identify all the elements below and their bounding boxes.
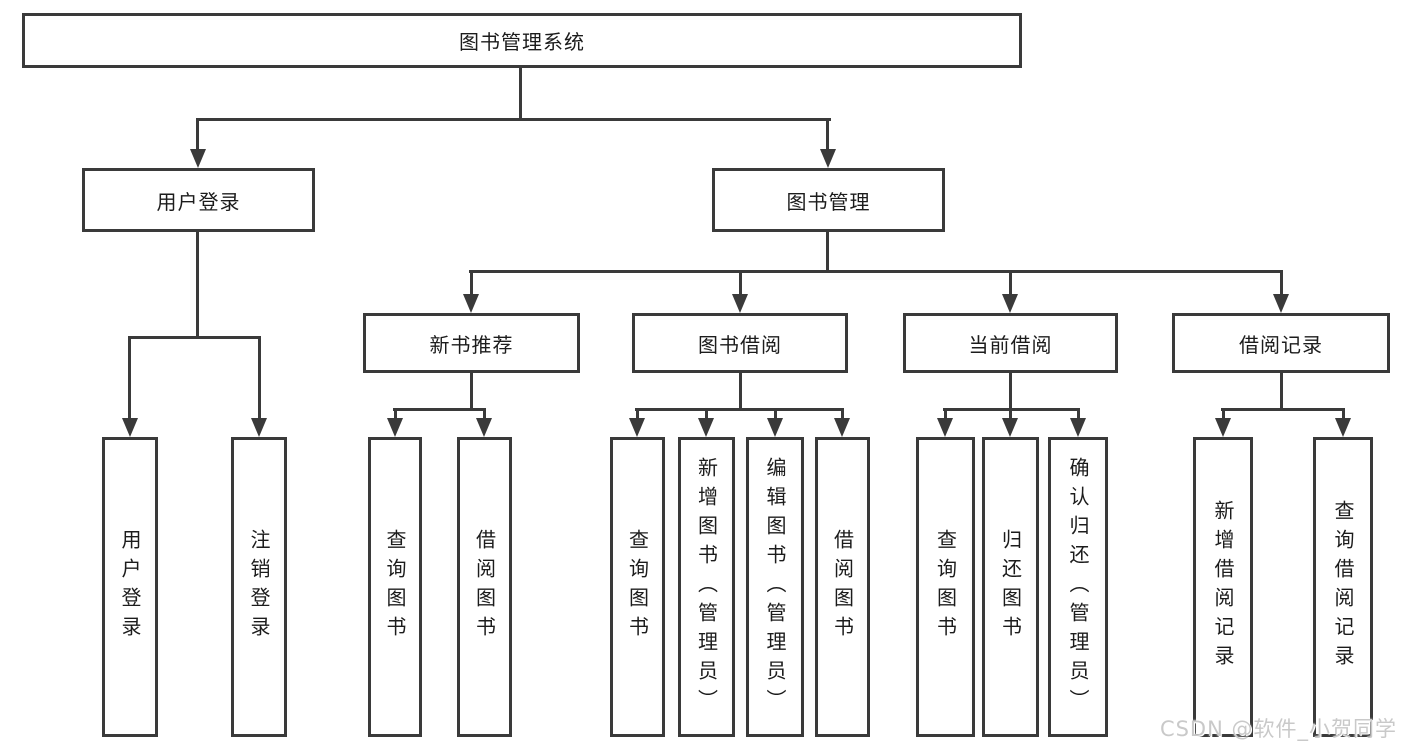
connector-bb-branch (635, 408, 844, 411)
connector-to-bb-edit (774, 408, 777, 422)
arrow-down-icon (190, 149, 206, 168)
arrow-down-icon (732, 294, 748, 313)
connector-to-leaf-logout (258, 336, 261, 422)
leaf-user-login-label: 用户登录 (118, 529, 142, 645)
connector-to-user-login (196, 118, 199, 153)
connector-nbr-branch (393, 408, 486, 411)
leaf-nbr-borrow-book-label: 借阅图书 (472, 529, 497, 645)
leaf-cb-return-book: 归还图书 (982, 437, 1039, 737)
connector-to-leaf-user-login (128, 336, 131, 422)
node-borrow-record-label: 借阅记录 (1239, 332, 1323, 357)
node-current-borrow: 当前借阅 (903, 313, 1118, 373)
arrow-down-icon (820, 149, 836, 168)
connector-to-cb-query (944, 408, 947, 422)
arrow-down-icon (937, 418, 953, 437)
connector-book-mgmt-branch (469, 270, 1283, 273)
csdn-watermark: CSDN @软件_小贺同学 (1159, 717, 1397, 741)
connector-to-bb-borrow (841, 408, 844, 422)
connector-to-new-book-rec (470, 270, 473, 298)
connector-to-nbr-borrow (483, 408, 486, 422)
leaf-br-query-record: 查询借阅记录 (1313, 437, 1373, 737)
leaf-bb-borrow-book: 借阅图书 (815, 437, 870, 737)
leaf-nbr-query-book-label: 查询图书 (383, 529, 407, 645)
connector-nbr-trunk (470, 373, 473, 411)
node-user-login-label: 用户登录 (156, 189, 241, 214)
connector-to-borrow-record (1280, 270, 1283, 298)
connector-br-trunk (1280, 373, 1283, 411)
arrow-down-icon (698, 418, 714, 437)
node-root-label: 图书管理系统 (459, 30, 585, 54)
arrow-down-icon (1273, 294, 1289, 313)
arrow-down-icon (463, 294, 479, 313)
node-book-management-label: 图书管理 (786, 189, 871, 214)
connector-to-cb-return (1009, 408, 1012, 422)
connector-user-login-branch (128, 336, 261, 339)
connector-to-br-add (1222, 408, 1225, 422)
arrow-down-icon (1215, 418, 1231, 437)
leaf-bb-add-book-admin-label: 新增图书（管理员） (694, 456, 719, 718)
connector-cb-trunk (1009, 373, 1012, 411)
leaf-cb-confirm-return-admin: 确认归还（管理员） (1048, 437, 1108, 737)
leaf-bb-add-book-admin: 新增图书（管理员） (678, 437, 735, 737)
node-book-borrow-label: 图书借阅 (698, 332, 782, 357)
leaf-bb-query-book: 查询图书 (610, 437, 665, 737)
connector-to-nbr-query (394, 408, 397, 422)
connector-book-mgmt-trunk (826, 232, 829, 273)
arrow-down-icon (1002, 418, 1018, 437)
connector-to-current-borrow (1009, 270, 1012, 298)
arrow-down-icon (122, 418, 138, 437)
leaf-bb-edit-book-admin-label: 编辑图书（管理员） (763, 456, 787, 718)
leaf-bb-edit-book-admin: 编辑图书（管理员） (746, 437, 804, 737)
arrow-down-icon (1070, 418, 1086, 437)
connector-user-login-trunk (196, 232, 199, 339)
connector-to-book-mgmt (826, 118, 829, 153)
node-user-login: 用户登录 (82, 168, 315, 232)
leaf-logout-login-label: 注销登录 (247, 529, 271, 645)
leaf-logout-login: 注销登录 (231, 437, 287, 737)
leaf-cb-query-book-label: 查询图书 (933, 529, 958, 645)
connector-bb-trunk (739, 373, 742, 411)
connector-to-cb-confirm (1077, 408, 1080, 422)
node-new-book-recommend: 新书推荐 (363, 313, 580, 373)
leaf-cb-return-book-label: 归还图书 (998, 529, 1023, 645)
leaf-br-add-record-label: 新增借阅记录 (1211, 500, 1235, 674)
arrow-down-icon (834, 418, 850, 437)
leaf-user-login: 用户登录 (102, 437, 158, 737)
connector-br-branch (1221, 408, 1345, 411)
arrow-down-icon (476, 418, 492, 437)
connector-to-bb-query (636, 408, 639, 422)
node-new-book-recommend-label: 新书推荐 (429, 332, 514, 357)
arrow-down-icon (1002, 294, 1018, 313)
leaf-nbr-borrow-book: 借阅图书 (457, 437, 512, 737)
arrow-down-icon (1335, 418, 1351, 437)
node-book-management: 图书管理 (712, 168, 945, 232)
leaf-cb-confirm-return-admin-label: 确认归还（管理员） (1066, 456, 1090, 718)
leaf-cb-query-book: 查询图书 (916, 437, 975, 737)
node-root: 图书管理系统 (22, 13, 1022, 68)
node-current-borrow-label: 当前借阅 (968, 332, 1053, 357)
node-book-borrow: 图书借阅 (632, 313, 848, 373)
leaf-bb-query-book-label: 查询图书 (625, 529, 650, 645)
connector-root-branch (196, 118, 831, 121)
connector-to-bb-add (705, 408, 708, 422)
leaf-br-query-record-label: 查询借阅记录 (1331, 500, 1355, 674)
arrow-down-icon (629, 418, 645, 437)
connector-to-book-borrow (739, 270, 742, 298)
leaf-nbr-query-book: 查询图书 (368, 437, 422, 737)
leaf-bb-borrow-book-label: 借阅图书 (830, 529, 855, 645)
arrow-down-icon (387, 418, 403, 437)
node-borrow-record: 借阅记录 (1172, 313, 1390, 373)
connector-to-br-query (1342, 408, 1345, 422)
arrow-down-icon (767, 418, 783, 437)
arrow-down-icon (251, 418, 267, 437)
connector-root-trunk (519, 68, 522, 120)
leaf-br-add-record: 新增借阅记录 (1193, 437, 1253, 737)
